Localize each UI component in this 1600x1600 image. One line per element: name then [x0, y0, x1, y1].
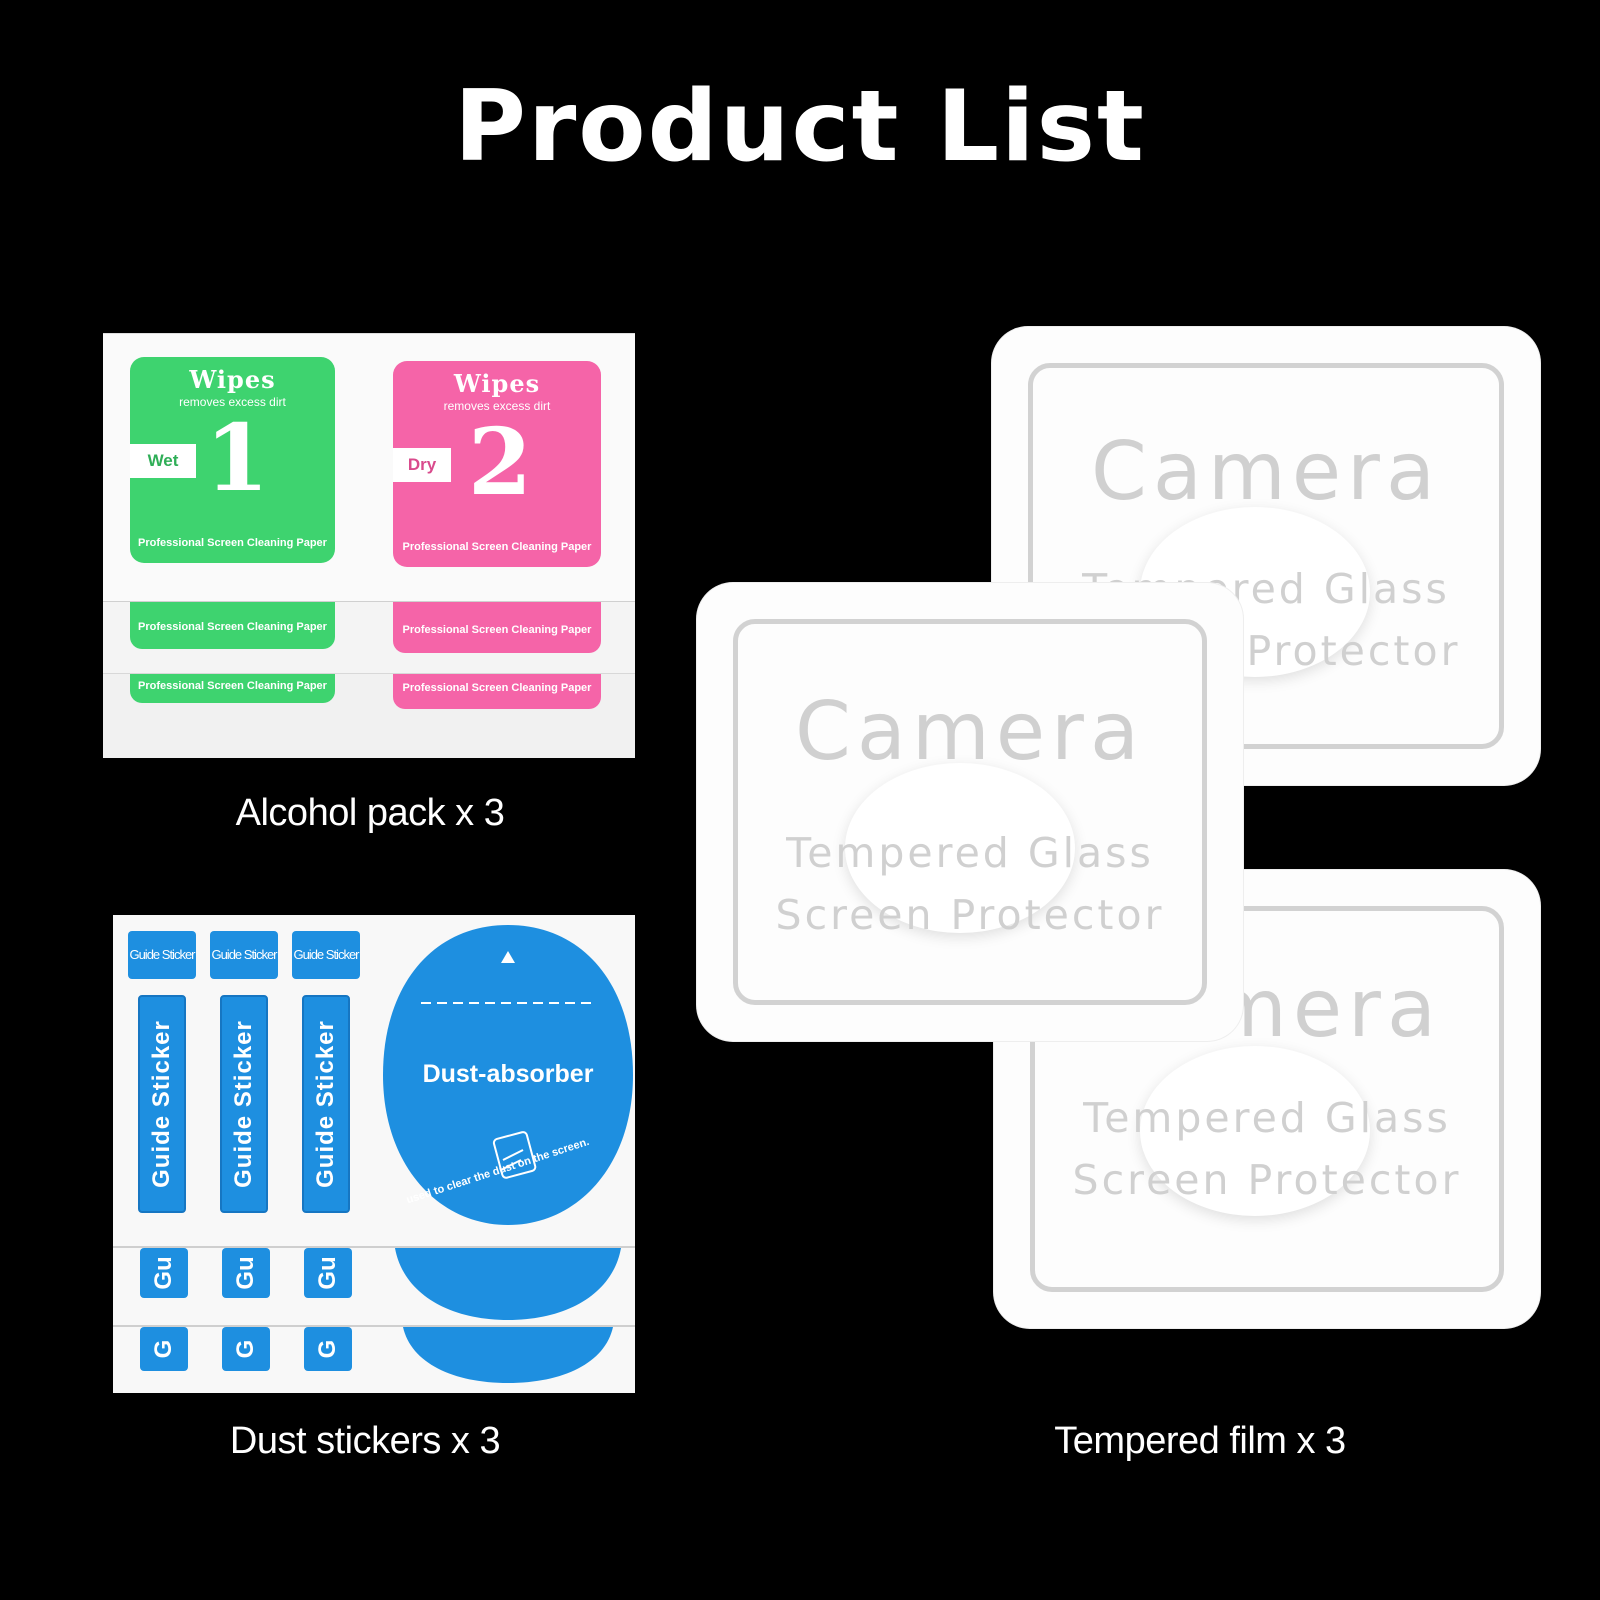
wet-tag: Wet [130, 444, 196, 478]
guide-sticker-stub-label: Gu [314, 1256, 341, 1290]
wipe-sheet-1: Wipes removes excess dirt Wet 1 Professi… [103, 333, 635, 602]
guide-sticker: Guide Sticker [220, 995, 268, 1213]
guide-sticker-stub: Gu [140, 1248, 188, 1298]
dry-tag: Dry [393, 448, 451, 482]
film-glass-text: Tempered Glass [786, 829, 1154, 877]
wipe-footer: Professional Screen Cleaning Paper [138, 537, 327, 549]
wipe-strip-label: Professional Screen Cleaning Paper [402, 682, 592, 694]
film-inner-border [1028, 363, 1504, 749]
wipe-strip-label: Professional Screen Cleaning Paper [138, 680, 327, 692]
wipe-strip-dry: Professional Screen Cleaning Paper [393, 671, 601, 709]
guide-sticker-stub-label: Gu [150, 1256, 177, 1290]
guide-sticker-label: Guide Sticker [148, 1020, 175, 1188]
sheet-seam [113, 1325, 635, 1327]
wipe-strip-wet: Professional Screen Cleaning Paper [130, 671, 335, 703]
wet-wipe-pad: Wipes removes excess dirt Wet 1 Professi… [130, 357, 335, 563]
sheet-seam [113, 1246, 635, 1248]
guide-sticker-head: Guide Sticker [292, 931, 360, 979]
lens-bump [845, 763, 1075, 933]
alcohol-pack-image: Professional Screen Cleaning Paper Profe… [103, 333, 635, 758]
alcohol-pack-caption: Alcohol pack x 3 [235, 792, 505, 834]
film-glass-text: Tempered Glass [1083, 1094, 1451, 1142]
wipe-sheet-2: Professional Screen Cleaning Paper Profe… [103, 601, 635, 674]
guide-sticker-stub-label: G [150, 1339, 177, 1359]
film-camera-text: Camera [1091, 425, 1441, 518]
wipe-subtitle: removes excess dirt [179, 395, 286, 409]
tempered-film-back: Camera Tempered Glass Screen Protector [992, 327, 1540, 785]
guide-sticker-label: Guide Sticker [230, 1020, 257, 1188]
guide-sticker-stub-label: G [232, 1339, 259, 1359]
wipe-title: Wipes [453, 369, 541, 398]
wipe-strip-wet: Professional Screen Cleaning Paper [130, 601, 335, 649]
guide-sticker-head: Guide Sticker [210, 931, 278, 979]
dust-absorber-label: Dust-absorber [422, 1060, 594, 1088]
guide-sticker: Guide Sticker [138, 995, 186, 1213]
film-inner-border [733, 619, 1207, 1005]
dust-stickers-image: Guide Sticker Guide Sticker Guide Sticke… [113, 915, 635, 1393]
page-title: Product List [454, 70, 1146, 184]
guide-sticker-stub: G [140, 1327, 188, 1371]
guide-sticker-stub: G [304, 1327, 352, 1371]
guide-sticker-stub: Gu [304, 1248, 352, 1298]
dry-wipe-pad: Wipes removes excess dirt Dry 2 Professi… [393, 361, 601, 567]
tempered-film-front: Camera Tempered Glass Screen Protector [697, 583, 1243, 1041]
film-protector-text: Screen Protector [1072, 1156, 1462, 1204]
film-inner-border [1030, 906, 1504, 1292]
guide-sticker-stub-label: G [314, 1339, 341, 1359]
lens-bump [1140, 1046, 1370, 1216]
wipe-subtitle: removes excess dirt [443, 399, 551, 413]
guide-sticker-stub: G [222, 1327, 270, 1371]
wipe-strip-dry: Professional Screen Cleaning Paper [393, 601, 601, 653]
guide-sticker-head: Guide Sticker [128, 931, 196, 979]
film-protector-text: Screen Protector [775, 891, 1165, 939]
guide-sticker: Guide Sticker [302, 995, 350, 1213]
guide-sticker-stub: Gu [222, 1248, 270, 1298]
wipe-footer: Professional Screen Cleaning Paper [402, 541, 592, 553]
wipe-number: 2 [467, 408, 532, 516]
wipe-number: 1 [204, 404, 269, 512]
wipe-strip-label: Professional Screen Cleaning Paper [402, 624, 592, 636]
tempered-film-caption: Tempered film x 3 [1054, 1420, 1346, 1462]
dust-absorber-stub [395, 1248, 621, 1383]
wipe-strip-label: Professional Screen Cleaning Paper [138, 621, 327, 633]
dust-absorber-sticker [383, 925, 633, 1225]
wipe-sheet-3: Professional Screen Cleaning Paper Profe… [103, 671, 635, 758]
guide-sticker-stub-label: Gu [232, 1256, 259, 1290]
dust-stickers-caption: Dust stickers x 3 [229, 1420, 501, 1462]
guide-sticker-label: Guide Sticker [312, 1020, 339, 1188]
wipe-title: Wipes [189, 365, 276, 394]
film-camera-text: Camera [795, 685, 1145, 778]
